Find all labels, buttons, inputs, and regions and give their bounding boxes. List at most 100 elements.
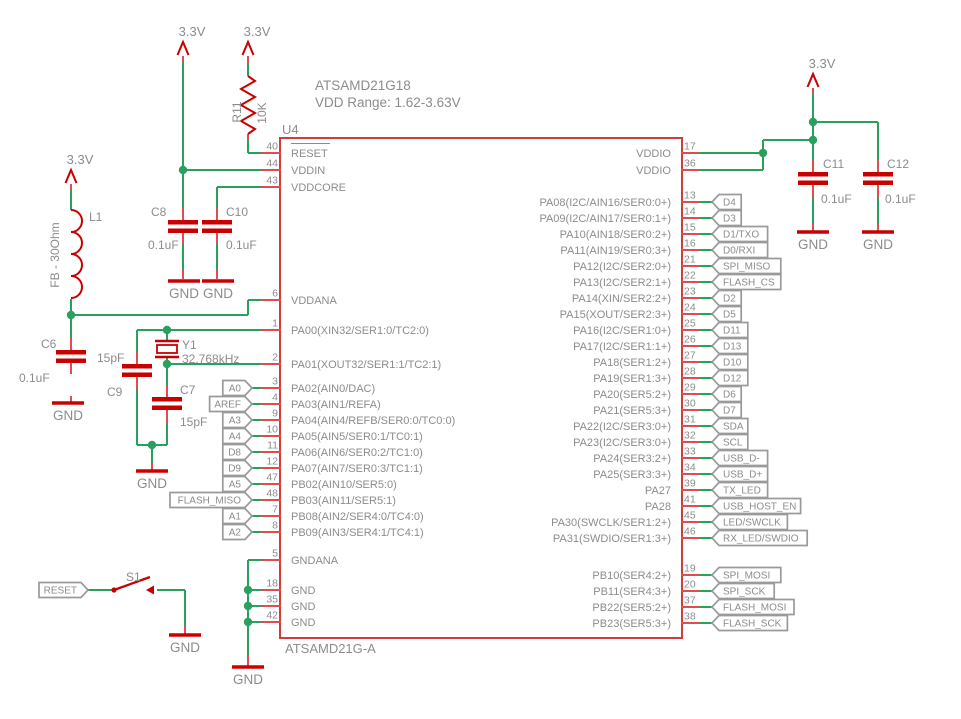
- pin-name: VDDIO: [636, 165, 671, 177]
- junction-dot: [243, 617, 253, 627]
- net-flag-label: AREF: [214, 400, 241, 411]
- net-flag-label: A1: [229, 512, 242, 523]
- net-flag: [710, 369, 749, 387]
- junction-dot: [808, 135, 818, 145]
- capacitor-plate: [122, 372, 152, 377]
- component-S1[interactable]: S1: [111, 570, 154, 595]
- vcc-label: 3.3V: [67, 152, 94, 167]
- junction-dot: [162, 359, 172, 369]
- pin-name: PA21(SER5:3+): [593, 405, 671, 417]
- net-flag: [169, 491, 254, 509]
- net-flag: [710, 241, 769, 259]
- component-C8[interactable]: C80.1uF: [148, 205, 198, 252]
- pin-number: 26: [684, 334, 696, 346]
- component-ref: C12: [887, 157, 909, 171]
- pin-number: 20: [684, 579, 696, 591]
- inductor-symbol[interactable]: [70, 209, 83, 299]
- component-C6[interactable]: C60.1uF: [19, 337, 86, 385]
- crystal-symbol[interactable]: [156, 344, 178, 354]
- net-flag-label: FLASH_MISO: [178, 496, 242, 507]
- resistor-symbol[interactable]: [238, 75, 258, 135]
- component-value: 10K: [255, 102, 269, 123]
- net-flag-label: D4: [723, 198, 736, 209]
- vcc-arrow-icon: [241, 39, 255, 56]
- pin-name: PA25(SER3:3+): [593, 469, 671, 481]
- pin-name: PB08(AIN2/SER4:0/TC4:0): [291, 511, 424, 523]
- pin-number: 36: [684, 158, 696, 170]
- pin-name: PA01(XOUT32/SER1:1/TC2:1): [291, 359, 441, 371]
- ic-body[interactable]: [279, 137, 683, 639]
- capacitor-plate: [798, 180, 828, 185]
- net-flag-reset[interactable]: RESET: [38, 581, 90, 599]
- component-value: 15pF: [97, 351, 124, 365]
- net-flag: [221, 523, 254, 541]
- net-flag-label: A2: [229, 528, 242, 539]
- title-line1: ATSAMD21G18: [315, 78, 411, 93]
- component-ref: C6: [41, 337, 57, 351]
- pin-name: GND: [291, 617, 316, 629]
- pin-name: GNDANA: [291, 555, 339, 567]
- capacitor-plate: [152, 397, 182, 402]
- pin-number: 6: [272, 288, 278, 300]
- capacitor-plate: [798, 172, 828, 177]
